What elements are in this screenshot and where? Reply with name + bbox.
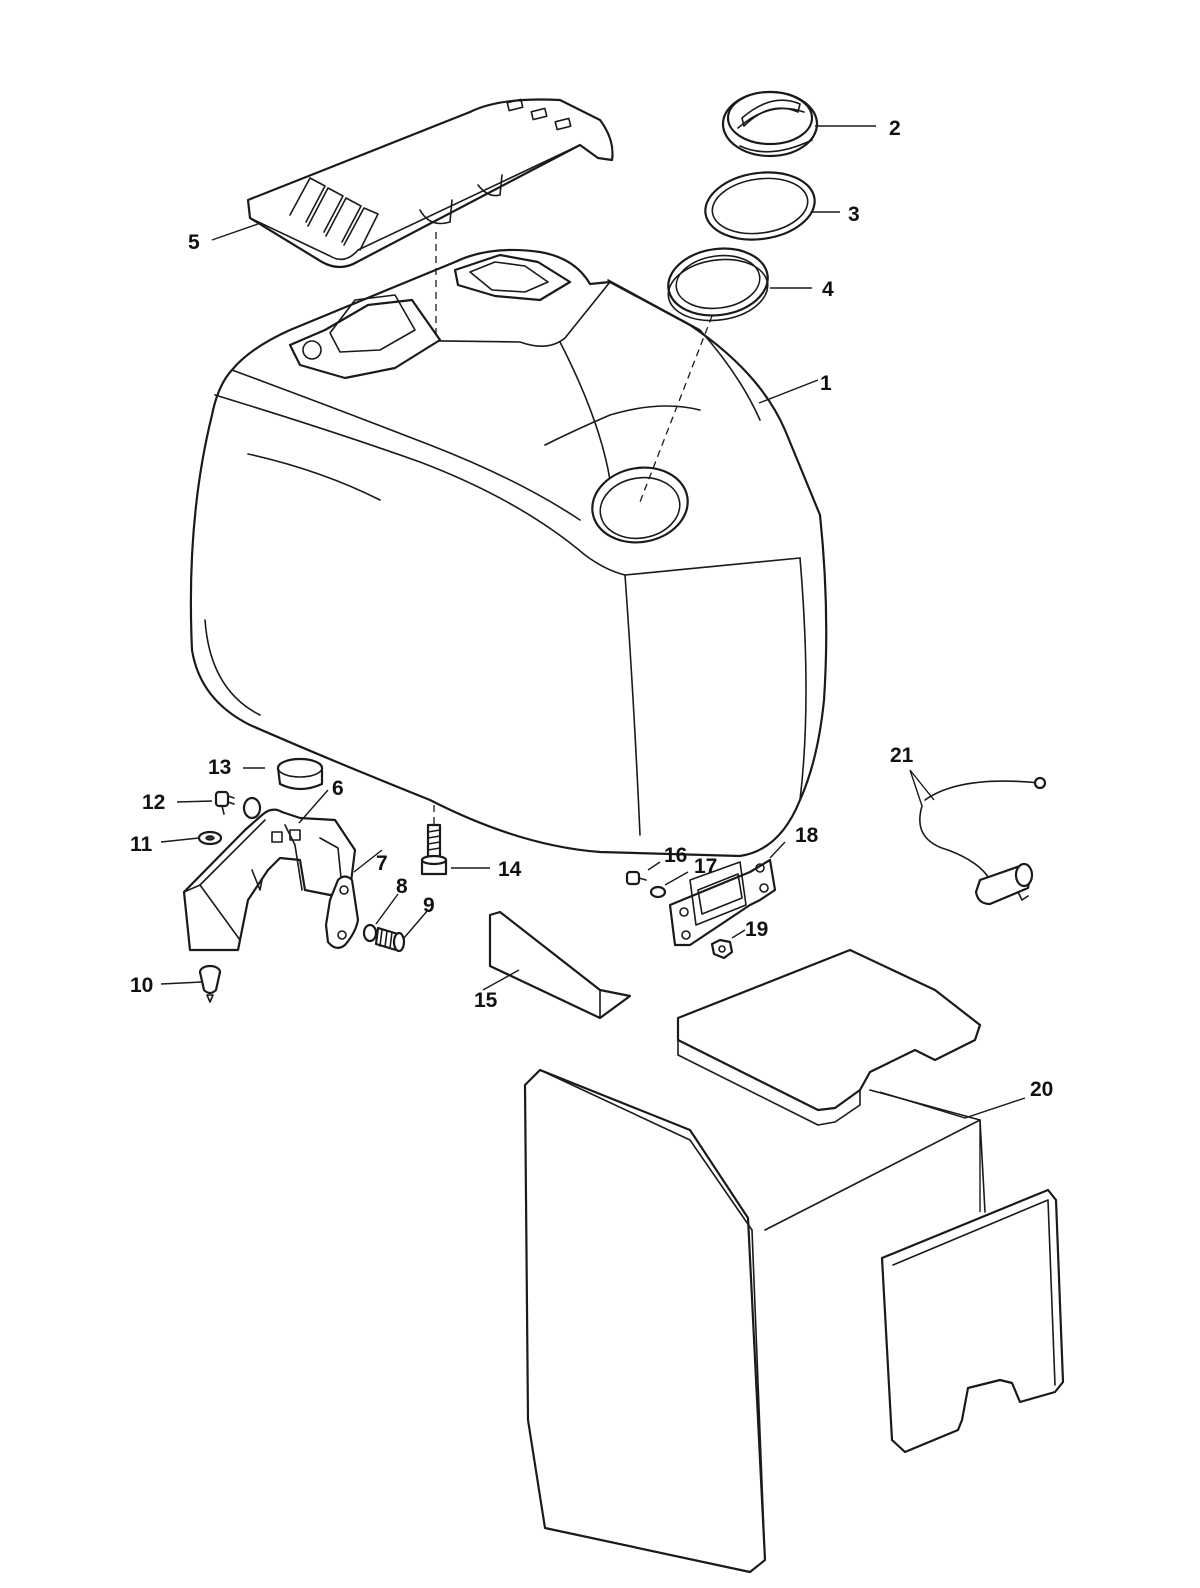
part-20-insulation-pads <box>523 948 1065 1574</box>
callout-7: 7 <box>376 852 388 875</box>
part-18-hinge-plate <box>668 858 777 947</box>
callout-11: 11 <box>130 833 153 856</box>
part-16-screw <box>625 870 647 886</box>
part-4-gasket <box>667 247 769 322</box>
part-11-washer <box>197 830 223 846</box>
callout-18: 18 <box>795 824 819 847</box>
callout-1: 1 <box>820 372 832 395</box>
callout-19: 19 <box>745 918 768 941</box>
part-3-o-ring <box>704 171 816 241</box>
callout-13: 13 <box>208 756 231 779</box>
callout-10: 10 <box>130 974 153 997</box>
callout-4: 4 <box>822 278 834 301</box>
part-7-latch-arm <box>324 875 360 949</box>
callout-9: 9 <box>423 894 435 917</box>
callout-3: 3 <box>848 203 860 226</box>
callout-21: 21 <box>890 744 914 767</box>
part-15-angle-strip <box>488 910 632 1020</box>
part-5-vent-cover <box>246 98 614 269</box>
part-19-nut <box>710 938 734 960</box>
part-1-engine-cowl <box>189 248 828 858</box>
callout-6: 6 <box>332 777 344 800</box>
vent-slots-rear <box>506 98 572 131</box>
assembly-guide-lines <box>435 232 713 503</box>
callout-2: 2 <box>889 117 901 140</box>
cowl-fill-opening <box>591 466 689 544</box>
callout-12: 12 <box>142 791 165 814</box>
part-14-screw <box>420 805 448 876</box>
part-6-latch-bracket <box>182 796 357 952</box>
callout-8: 8 <box>396 875 408 898</box>
callout-14: 14 <box>498 858 522 881</box>
callout-17: 17 <box>694 855 717 878</box>
callout-16: 16 <box>664 844 687 867</box>
callout-5: 5 <box>188 231 200 254</box>
callout-20: 20 <box>1030 1078 1053 1101</box>
part-9-bolt <box>374 926 406 953</box>
callout-labels: 1 2 3 4 5 6 7 8 9 10 11 12 13 14 15 16 1… <box>130 117 1053 1101</box>
cowl-top-pockets <box>288 253 572 380</box>
leader-lines <box>160 125 1026 1212</box>
part-21-lanyard <box>919 776 1047 906</box>
part-12-screw <box>214 790 235 815</box>
part-13-bumper <box>276 757 324 791</box>
part-17-washer <box>649 885 667 899</box>
part-8-washer <box>362 923 378 943</box>
vent-slots-front <box>289 177 379 251</box>
part-10-pin <box>198 964 222 1003</box>
part-2-cap <box>721 90 819 158</box>
callout-15: 15 <box>474 989 498 1012</box>
